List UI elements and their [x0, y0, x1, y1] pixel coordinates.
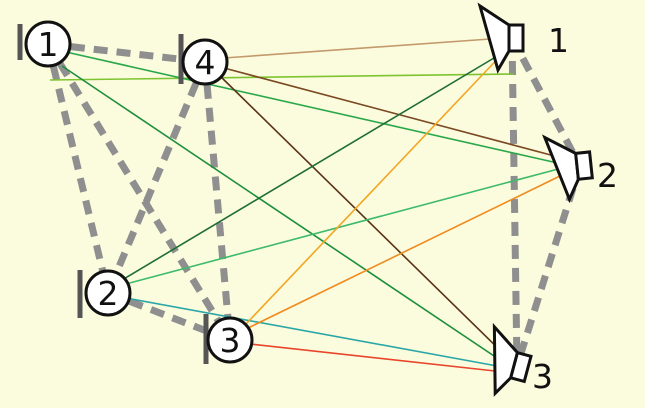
microphone-4: 4 — [178, 34, 229, 86]
speaker-1 — [477, 2, 525, 74]
path-m1-to-s3 — [61, 65, 507, 365]
microphone-circle — [24, 20, 72, 68]
microphone-circle — [206, 316, 254, 364]
microphone-label: 4 — [195, 43, 216, 82]
dashed-link-s1-s2 — [508, 36, 584, 168]
microphone-label: 2 — [98, 274, 119, 313]
microphone-label: 1 — [38, 25, 59, 64]
speaker-label: 1 — [548, 21, 569, 60]
path-m1-to-s1 — [49, 73, 515, 81]
path-m2-to-s1 — [121, 51, 505, 281]
path-m3-to-s1 — [245, 49, 507, 325]
speaker-label: 2 — [597, 156, 618, 195]
dashed-link-m4-m3 — [201, 61, 234, 341]
microphone-circle — [84, 269, 132, 317]
path-m3-to-s3 — [249, 343, 505, 373]
path-m2-to-s3 — [125, 297, 509, 369]
microphone-circle — [181, 38, 229, 86]
path-m3-to-s2 — [247, 175, 561, 329]
path-m4-to-s2 — [223, 67, 563, 159]
speaker-body-icon — [508, 350, 533, 384]
speaker-2 — [541, 134, 594, 204]
speaker-body-icon — [507, 23, 525, 53]
signal-paths-layer — [49, 37, 563, 373]
dashed-link-m4-m2 — [104, 60, 209, 295]
dashed-links-layer — [44, 36, 584, 368]
dashed-link-m1-m3 — [45, 42, 233, 342]
speaker-body-icon — [574, 150, 594, 181]
path-m2-to-s2 — [125, 167, 563, 285]
dashed-link-s1-s3 — [508, 37, 521, 367]
microphone-1: 1 — [17, 20, 72, 68]
dashed-link-m1-m2 — [44, 43, 112, 294]
microphone-label: 3 — [220, 321, 241, 360]
speaker-label: 3 — [532, 357, 553, 396]
path-m1-to-s2 — [65, 51, 563, 165]
dashed-link-m1-m4 — [47, 40, 206, 66]
speaker-cone-icon — [477, 2, 511, 74]
nodes-layer: 1 4 2 3 1 2 3 — [17, 2, 618, 397]
path-m4-to-s3 — [217, 73, 511, 361]
path-m4-to-s1 — [223, 37, 505, 59]
speaker-3 — [492, 322, 533, 397]
microphone-2: 2 — [77, 269, 132, 318]
microphone-3: 3 — [203, 314, 254, 364]
